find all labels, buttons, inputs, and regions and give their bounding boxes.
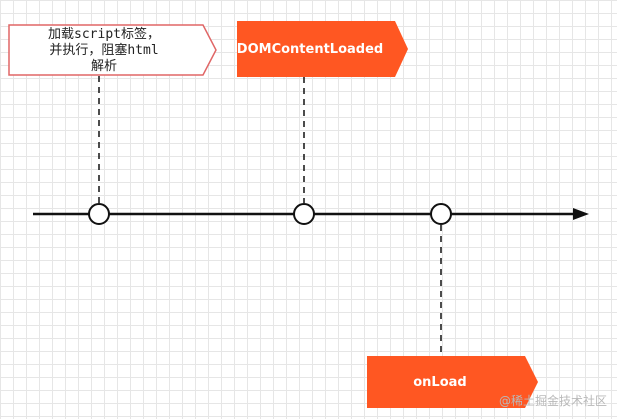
script-callout-shape <box>8 24 217 76</box>
domcontentloaded-event-node <box>293 203 315 225</box>
domcontentloaded-callout-shape <box>237 21 408 77</box>
watermark: @稀土掘金技术社区 <box>498 394 607 408</box>
domcontentloaded-label: DOMContentLoaded <box>236 41 384 57</box>
script-event-node <box>88 203 110 225</box>
script-callout-line-3: 解析 <box>90 59 117 74</box>
script-callout-line-2: 并执行，阻塞html <box>49 43 159 58</box>
onload-callout: onLoad <box>367 356 527 408</box>
onload-callout-shape <box>367 356 538 408</box>
domcontentloaded-callout: DOMContentLoaded <box>237 21 397 77</box>
onload-label: onLoad <box>413 374 467 390</box>
script-callout-line-1: 加载script标签， <box>48 27 160 42</box>
script-callout-text: 加载script标签， 并执行，阻塞html 解析 <box>48 27 160 75</box>
timeline-arrowhead <box>573 208 589 220</box>
script-callout: 加载script标签， 并执行，阻塞html 解析 <box>9 25 205 77</box>
onload-event-node <box>430 203 452 225</box>
